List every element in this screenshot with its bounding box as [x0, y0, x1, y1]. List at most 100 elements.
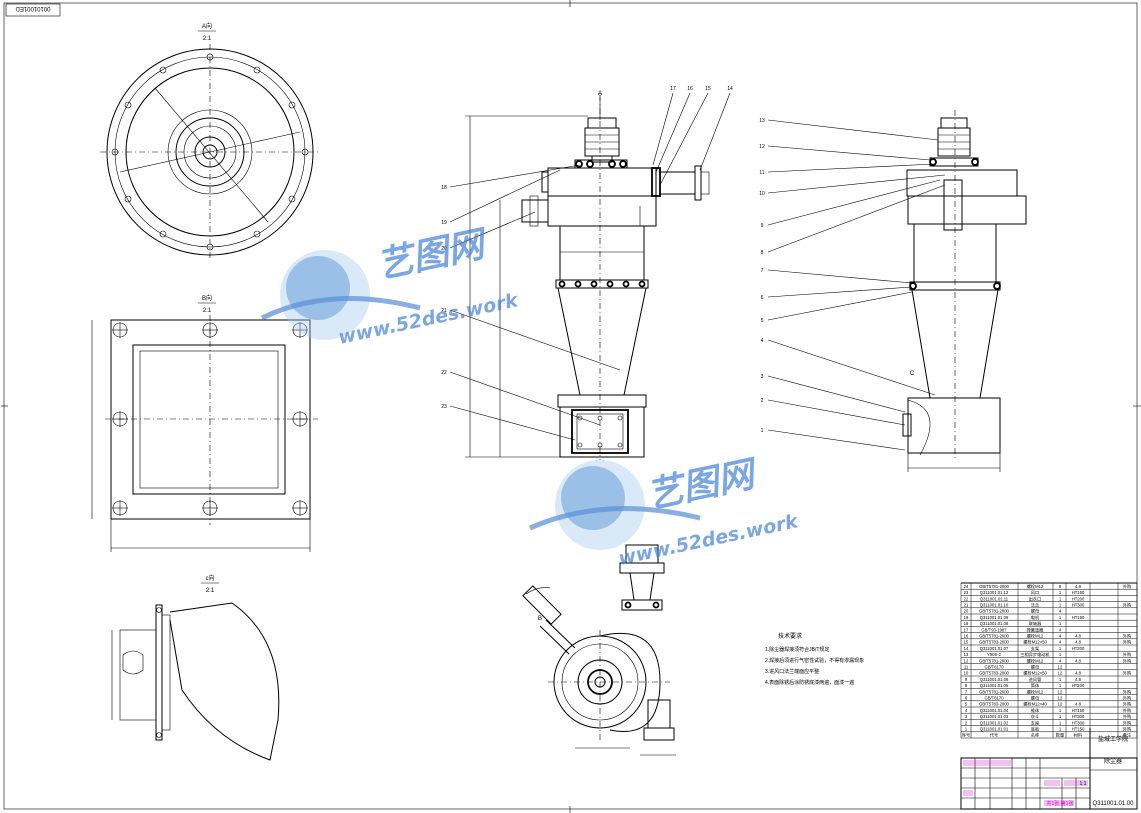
plan-view-b-label: B: [538, 616, 542, 622]
view-a-flange: A向 2:1: [100, 22, 320, 260]
front-view-part-labels: 17 16 15 14 18 19 20 21 22 23: [441, 86, 733, 441]
title-block-sheet: 共1张 第1张: [1047, 800, 1074, 807]
side-label-11: 11: [759, 170, 764, 176]
bom-cell: 4: [1059, 609, 1062, 614]
bom-cell: GB/T5783-2000: [979, 702, 1009, 707]
side-label-8: 8: [761, 250, 764, 256]
bom-cell: 1: [1059, 683, 1062, 688]
bom-cell: Q311001.01.01: [980, 727, 1009, 732]
watermark-brand: 艺图网: [373, 223, 492, 287]
bom-cell: 4: [965, 708, 968, 713]
title-block-part-name: 除尘器: [1104, 757, 1122, 765]
bom-cell: 11: [964, 665, 969, 670]
bom-cell: 14: [964, 646, 969, 651]
bom-cell: 10: [964, 671, 969, 676]
side-view-cyclone: C: [902, 110, 1027, 472]
bom-cell: HT300: [1072, 714, 1085, 719]
bom-cell: 12: [1058, 702, 1063, 707]
bom-cell: 外购: [1123, 670, 1131, 677]
bom-cell: 12: [1058, 665, 1063, 670]
bom-cell: 1: [1059, 646, 1062, 651]
front-label-22: 22: [441, 370, 447, 376]
bom-cell: 螺栓M12×40: [1023, 701, 1047, 708]
side-label-9: 9: [761, 223, 764, 229]
bom-cell: 外购: [1123, 701, 1131, 708]
bom-cell: 2: [965, 720, 968, 725]
bom-cell: 筒体: [1031, 682, 1040, 689]
bom-header-cell: 序号: [962, 732, 970, 739]
bom-header-cell: 数量: [1056, 732, 1064, 739]
view-b-square-flange: B向 2:1: [91, 294, 318, 552]
bom-cell: 4: [1059, 627, 1062, 632]
bom-cell: 13: [964, 652, 969, 657]
bom-cell: 外购: [1123, 695, 1131, 702]
bom-cell: 12: [1058, 671, 1063, 676]
bom-cell: HT150: [1072, 615, 1085, 620]
watermark-upper: 艺图网 www.52des.work: [260, 223, 521, 349]
bom-cell: 螺栓M12×50: [1023, 670, 1047, 677]
side-label-4: 4: [761, 338, 764, 344]
tech-req-line-3: 3.进风口法兰端面应平整: [765, 668, 819, 675]
front-label-18: 18: [441, 185, 447, 191]
bom-cell: 进风管: [1029, 676, 1042, 683]
view-b-label: B向: [202, 294, 212, 302]
view-a-scale: 2:1: [203, 36, 212, 42]
bom-cell: 出灰口: [1029, 595, 1042, 602]
front-label-20: 20: [441, 246, 447, 252]
bom-cell: 螺栓M12×50: [1023, 639, 1047, 646]
bom-cell: 螺母: [1031, 695, 1039, 702]
bom-cell: HT150: [1072, 590, 1085, 595]
bom-cell: 22: [964, 596, 969, 601]
side-label-13: 13: [759, 118, 765, 124]
bom-cell: 外购: [1123, 657, 1131, 664]
bom-cell: 4: [1059, 634, 1062, 639]
bom-cell: 三相异步电动机: [1020, 651, 1050, 658]
bom-cell: Q311001.01.12: [980, 590, 1009, 595]
bom-header-cell: 代号: [990, 732, 998, 739]
bom-cell: Y90S-2: [987, 652, 1002, 657]
bom-cell: 支座: [1031, 719, 1039, 726]
view-c-detail: c向 2:1: [111, 574, 280, 761]
bom-cell: 16: [964, 634, 969, 639]
bom-cell: 20: [964, 609, 969, 614]
watermark-globe-icon-2: [528, 460, 701, 550]
bom-cell: HT200: [1072, 683, 1085, 688]
side-label-6: 6: [761, 295, 764, 301]
bom-cell: 联轴器: [1029, 620, 1042, 627]
bom-cell: 1: [1059, 621, 1062, 626]
bom-cell: Q311001.01.09: [980, 615, 1009, 620]
bom-cell: 17: [964, 627, 969, 632]
bom-header-cell: 备注: [1123, 732, 1132, 739]
bom-cell: 外购: [1123, 651, 1131, 658]
side-label-12: 12: [759, 144, 765, 150]
watermark-brand-2: 艺图网: [643, 453, 762, 517]
title-block-drawing-no: Q311001.01.00: [1093, 801, 1135, 807]
bom-cell: HT300: [1072, 603, 1085, 608]
bom-cell: GB/T5781-2000: [979, 584, 1009, 589]
bom-cell: GB/T5781-2000: [979, 658, 1009, 663]
bom-cell: 外购: [1123, 602, 1131, 609]
bom-cell: 18: [964, 621, 969, 626]
view-a-label: A向: [202, 22, 212, 30]
watermark-lower: 艺图网 www.52des.work: [528, 453, 801, 570]
bom-cell: Q311001.01.04: [980, 708, 1009, 713]
bom-cell: 1: [1059, 603, 1062, 608]
bom-cell: 5: [965, 702, 968, 707]
bom-cell: 弹簧垫圈: [1027, 626, 1044, 633]
bom-cell: 23: [964, 590, 969, 595]
bom-cell: 4.8: [1075, 677, 1081, 682]
bom-cell: 1: [1059, 708, 1062, 713]
front-view-cyclone: A: [465, 91, 710, 460]
bom-cell: GB/T5783-2000: [979, 640, 1009, 645]
bom-cell: 螺栓M12: [1027, 657, 1044, 664]
bom-cell: 12: [964, 658, 969, 663]
bom-cell: 8: [965, 683, 968, 688]
bom-cell: GB/T5781-2000: [979, 609, 1009, 614]
bom-header-cell: 材料: [1074, 732, 1083, 739]
bom-cell: 锥体: [1031, 707, 1040, 714]
bom-cell: 1: [1059, 652, 1062, 657]
side-view-part-labels: 13 12 11 10 9 8 7 6 5 4 3 2 1: [759, 118, 946, 451]
drawing-code-text: 00101001ED: [15, 5, 51, 11]
bom-cell: 4: [1059, 640, 1062, 645]
